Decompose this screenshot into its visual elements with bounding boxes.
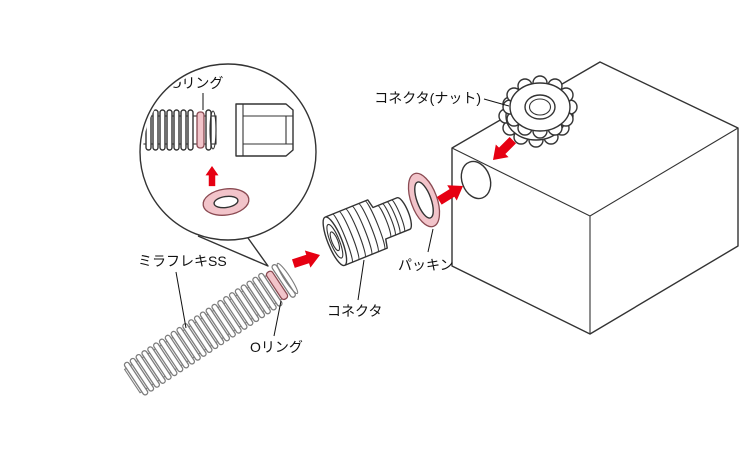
connector [322, 197, 413, 267]
conduit-oring [265, 270, 289, 301]
packing-label: パッキン [398, 257, 454, 273]
connector-nut-label: コネクタ(ナット) [374, 90, 481, 106]
flexible-conduit [122, 262, 299, 397]
knockout-hole [460, 160, 492, 200]
pipe-oring-label: Oリング [250, 339, 303, 355]
callout-wedge [197, 235, 269, 267]
inset-conduit-end [143, 109, 217, 151]
inset-oring-part [202, 188, 250, 216]
leader-conduit [175, 271, 187, 329]
leader-connector [357, 259, 365, 301]
inset-oring-installed [196, 111, 205, 149]
leader-nut [483, 98, 510, 107]
enclosure-box [451, 61, 739, 335]
red-arrow-pipe-to-connector [290, 246, 323, 273]
inset-fitting [235, 103, 294, 157]
packing-ring [407, 172, 441, 228]
inset-oring-label: Oリング [171, 75, 224, 91]
connector-nut [498, 75, 578, 148]
magnifier-inset: Oリング [139, 63, 317, 241]
leader-pipe-oring [273, 300, 282, 337]
flex-conduit-label: ミラフレキSS [138, 253, 227, 269]
leader-packing [427, 228, 434, 253]
connector-label: コネクタ [327, 303, 382, 319]
